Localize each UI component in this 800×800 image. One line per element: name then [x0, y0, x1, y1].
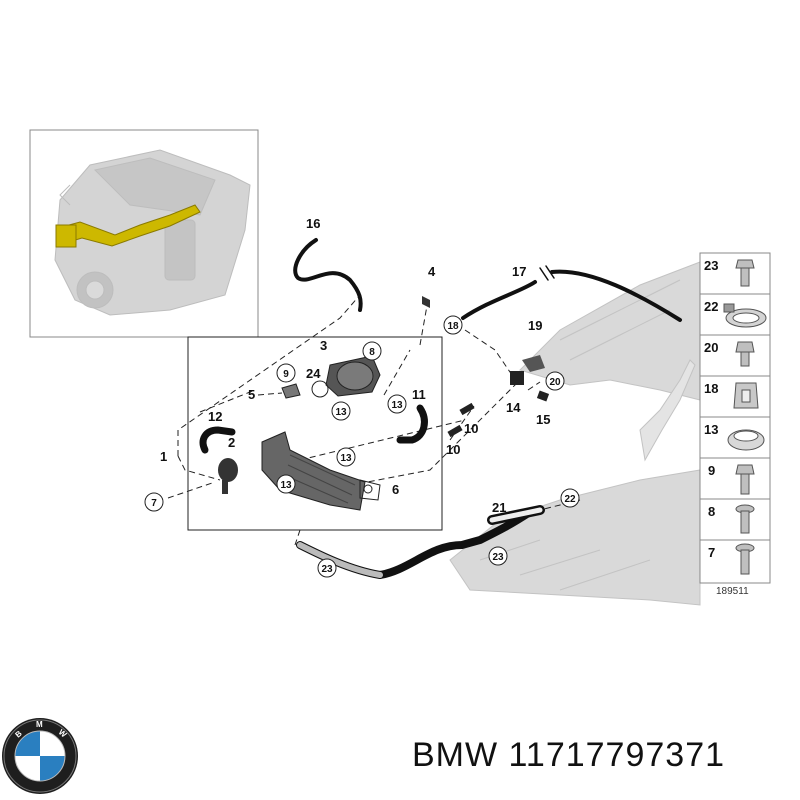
engine-block-right	[449, 261, 701, 606]
highlighted-pipe	[57, 204, 201, 247]
circled-13b: 13	[391, 400, 403, 411]
circled-23b: 23	[321, 564, 333, 575]
circled-9: 9	[283, 369, 289, 380]
hose-16	[293, 238, 363, 312]
circled-7: 7	[151, 498, 157, 509]
callout-10b: 10	[446, 442, 460, 457]
engine-inset	[29, 129, 259, 338]
svg-text:W: W	[57, 728, 69, 740]
circled-18: 18	[447, 321, 459, 332]
circled-22: 22	[564, 494, 576, 505]
callout-21: 21	[492, 500, 506, 515]
circled-23a: 23	[492, 552, 504, 563]
callout-19: 19	[528, 318, 542, 333]
callout-17: 17	[512, 264, 526, 279]
assembly-box	[187, 336, 443, 531]
callout-4: 4	[428, 264, 436, 279]
hoses	[199, 238, 682, 580]
circled-13a: 13	[335, 407, 347, 418]
callout-12: 12	[208, 409, 222, 424]
part-number-label: BMW 11717797371	[412, 736, 726, 774]
legend-item-18: 18	[704, 381, 718, 396]
callout-16: 16	[306, 216, 320, 231]
circled-13c: 13	[340, 453, 352, 464]
hose-11	[396, 404, 428, 444]
bmw-logo: B M W	[2, 718, 78, 794]
legend-fastener-drawings	[723, 259, 767, 575]
circled-13d: 13	[280, 480, 292, 491]
legend-item-22: 22	[704, 299, 718, 314]
legend-item-9: 9	[708, 463, 715, 478]
callout-14: 14	[506, 400, 521, 415]
callouts: 16 4 17 19 3 24 5 11 12 2 1 10 10 6 14 1…	[160, 216, 550, 515]
callout-15: 15	[536, 412, 550, 427]
hose-12	[199, 426, 236, 454]
legend-item-7: 7	[708, 545, 715, 560]
hose-17	[461, 280, 537, 320]
circled-8: 8	[369, 347, 375, 358]
callout-24: 24	[306, 366, 321, 381]
callout-6: 6	[392, 482, 399, 497]
circled-20: 20	[549, 377, 561, 388]
legend-item-13: 13	[704, 422, 718, 437]
callout-11: 11	[412, 387, 426, 402]
svg-text:B: B	[14, 729, 24, 740]
callout-10a: 10	[464, 421, 478, 436]
callout-2: 2	[228, 435, 235, 450]
fastener-legend: 23 22 20 18 13 9 8 7	[699, 252, 771, 597]
svg-text:M: M	[36, 720, 43, 729]
circled-labels: 8 9 18 20 13 13 13 13 7 22 23 23	[151, 321, 576, 575]
legend-item-8: 8	[708, 504, 715, 519]
callout-1: 1	[160, 449, 167, 464]
callout-5: 5	[248, 387, 255, 402]
legend-item-23: 23	[704, 258, 718, 273]
reference-number: 189511	[716, 586, 749, 597]
parts	[218, 296, 550, 511]
circled-callouts	[144, 315, 580, 578]
legend-item-20: 20	[704, 340, 718, 355]
callout-3: 3	[320, 338, 327, 353]
leader-lines	[167, 294, 581, 546]
